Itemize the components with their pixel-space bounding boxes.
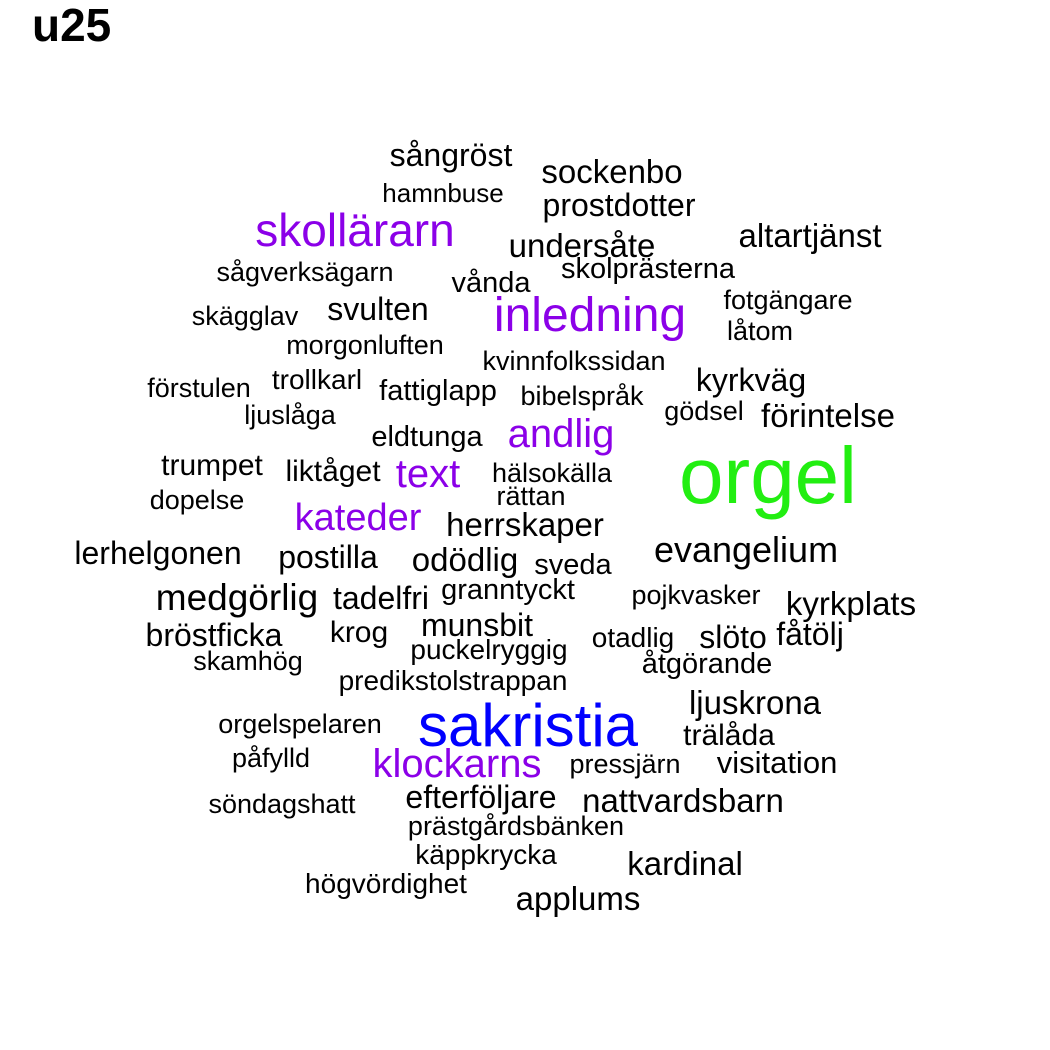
word-brostficka: bröstficka xyxy=(145,617,283,653)
word-undersate: undersåte xyxy=(508,227,656,264)
word-fattiglapp: fattiglapp xyxy=(379,375,497,407)
word-atgorande: åtgörande xyxy=(641,648,773,680)
word-rattan: rättan xyxy=(496,481,566,511)
word-klockarns: klockarns xyxy=(372,742,542,786)
word-postilla: postilla xyxy=(278,539,378,575)
word-herrskaper: herrskaper xyxy=(446,506,604,543)
word-orgel: orgel xyxy=(679,431,857,520)
word-ljuslaga: ljuslåga xyxy=(244,400,336,430)
word-pafylld: påfylld xyxy=(231,743,311,773)
word-medgorlig: medgörlig xyxy=(155,577,319,618)
word-pojkvasker: pojkvasker xyxy=(631,580,761,610)
word-skolprasterna: skolprästerna xyxy=(560,253,736,285)
word-skagglav: skägglav xyxy=(191,301,299,331)
word-forstulen: förstulen xyxy=(147,373,251,403)
word-visitation: visitation xyxy=(716,745,838,780)
word-hogvordighet: högvördighet xyxy=(305,868,467,899)
word-puckelryggig: puckelryggig xyxy=(410,634,568,665)
word-applums: applums xyxy=(515,880,641,917)
word-ododlig: odödlig xyxy=(411,541,519,578)
word-nattvardsbarn: nattvardsbarn xyxy=(582,782,784,819)
word-munsbit: munsbit xyxy=(420,607,534,643)
word-latom: låtom xyxy=(726,316,794,346)
word-trumpet: trumpet xyxy=(161,449,263,482)
word-otadlig: otadlig xyxy=(591,622,675,653)
word-liktaget: liktåget xyxy=(285,455,381,488)
word-kateder: kateder xyxy=(294,497,422,539)
word-fotgangare: fotgängare xyxy=(723,285,853,315)
word-efterfoljare: efterföljare xyxy=(405,779,557,815)
cloud-title: u25 xyxy=(32,0,112,51)
word-bibelsprak: bibelspråk xyxy=(520,381,644,411)
word-pressjarn: pressjärn xyxy=(569,749,681,779)
word-predikstolstrappan: predikstolstrappan xyxy=(338,665,568,696)
word-prastgardsbanken: prästgårdsbänken xyxy=(407,811,625,841)
word-trollkarl: trollkarl xyxy=(271,364,363,395)
word-fatolj: fåtölj xyxy=(776,616,844,652)
word-dopelse: dopelse xyxy=(149,485,245,515)
word-kyrkplats: kyrkplats xyxy=(785,585,917,622)
word-forintelse: förintelse xyxy=(761,397,895,434)
word-vanda: vånda xyxy=(451,267,531,299)
word-altartjanst: altartjänst xyxy=(738,217,882,254)
word-svulten: svulten xyxy=(327,291,429,327)
word-ljuskrona: ljuskrona xyxy=(688,684,822,721)
word-andlig: andlig xyxy=(507,412,615,456)
word-granntyckt: granntyckt xyxy=(441,574,575,606)
word-kvinnfolkssidan: kvinnfolkssidan xyxy=(482,346,666,376)
word-sakristia: sakristia xyxy=(417,692,639,759)
word-krog: krog xyxy=(329,616,389,649)
word-sockenbo: sockenbo xyxy=(541,153,683,190)
word-kardinal: kardinal xyxy=(627,845,743,882)
word-evangelium: evangelium xyxy=(653,529,839,570)
word-tralada: trälåda xyxy=(683,719,775,752)
word-sagverksagarn: sågverksägarn xyxy=(216,257,394,287)
word-sveda: sveda xyxy=(534,549,612,581)
word-inledning: inledning xyxy=(493,289,687,342)
word-kappkrycka: käppkrycka xyxy=(415,839,557,870)
word-text: text xyxy=(395,452,461,496)
word-sondagshatt: söndagshatt xyxy=(208,789,356,819)
word-halsokalla: hälsokälla xyxy=(491,458,613,488)
word-hamnbuse: hamnbuse xyxy=(382,178,504,208)
word-tadelfri: tadelfri xyxy=(332,580,430,616)
word-morgonluften: morgonluften xyxy=(286,330,444,360)
word-orgelspelaren: orgelspelaren xyxy=(218,709,382,739)
word-godsel: gödsel xyxy=(664,396,744,426)
word-prostdotter: prostdotter xyxy=(542,187,696,223)
word-skamhog: skamhög xyxy=(193,646,303,676)
word-sangrost: sångröst xyxy=(389,137,513,173)
word-lerhelgonen: lerhelgonen xyxy=(74,535,242,571)
word-skollararn: skollärarn xyxy=(255,204,455,256)
word-kyrkvag: kyrkväg xyxy=(695,362,807,398)
word-sloto: slöto xyxy=(699,619,767,655)
word-eldtunga: eldtunga xyxy=(371,421,483,453)
